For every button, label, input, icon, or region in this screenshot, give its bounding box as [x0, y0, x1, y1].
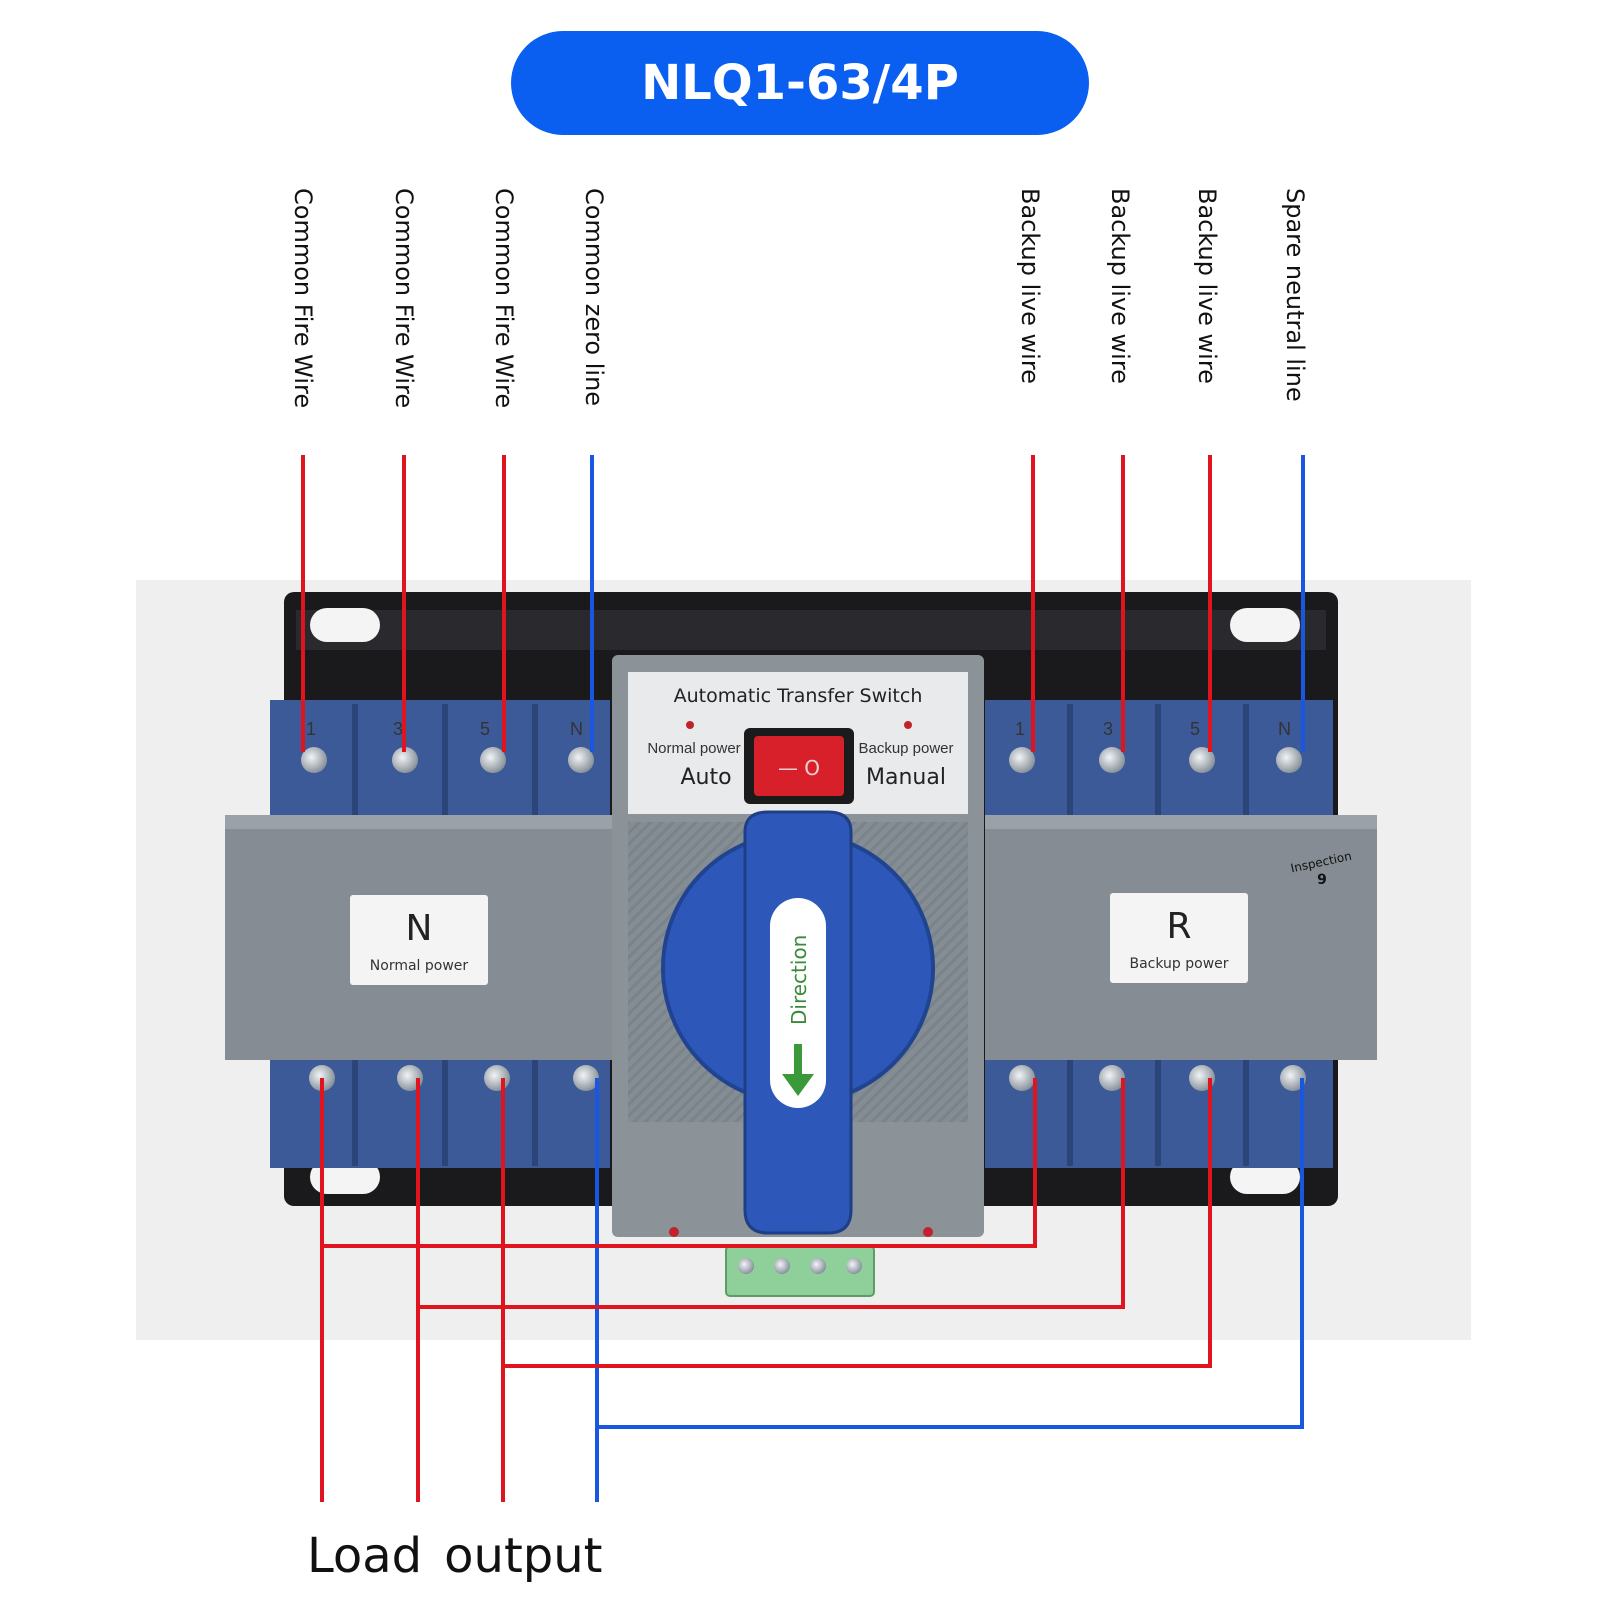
auto-manual-rocker-switch[interactable]: — O — [744, 728, 854, 804]
screw-icon — [1099, 747, 1125, 773]
screw-icon — [1009, 747, 1035, 773]
normal-power-indicator-icon — [686, 721, 694, 729]
label-common-fire-wire-1: Common Fire Wire — [289, 188, 317, 409]
label-backup-live-wire-1: Backup live wire — [1016, 188, 1044, 384]
screw-icon — [1009, 1065, 1035, 1091]
label-common-fire-wire-2: Common Fire Wire — [390, 188, 418, 409]
normal-power-plate — [350, 895, 488, 985]
terminal-number-top-nb: N — [1278, 719, 1291, 739]
bridge-wire-neutral — [597, 1078, 1304, 1429]
screw-icon — [573, 1065, 599, 1091]
screw-icon — [1189, 747, 1215, 773]
terminal-number-top-1b: 1 — [1015, 719, 1025, 739]
indicator-backup-power: Backup power — [858, 740, 953, 757]
label-spare-neutral-line: Spare neutral line — [1281, 188, 1309, 402]
arrow-down-icon — [782, 1044, 814, 1096]
screw-icon — [484, 1065, 510, 1091]
footer-word-output: output — [444, 1528, 603, 1584]
top-screws — [301, 747, 1302, 773]
backup-power-plate — [1110, 893, 1248, 983]
screw-icon — [738, 1258, 754, 1274]
label-backup-live-wire-2: Backup live wire — [1106, 188, 1134, 384]
model-title-badge: NLQ1-63/4P — [511, 31, 1089, 135]
label-common-fire-wire-3: Common Fire Wire — [490, 188, 518, 409]
screw-icon — [1099, 1065, 1125, 1091]
terminal-number-top-3b: 3 — [1103, 719, 1113, 739]
terminal-number-top-3: 3 — [393, 719, 403, 739]
screw-icon — [480, 747, 506, 773]
bridge-wire-1 — [322, 1078, 1037, 1248]
inspection-number: 9 — [1317, 872, 1327, 888]
rotary-handle[interactable]: Direction — [661, 810, 935, 1235]
screw-icon — [846, 1258, 862, 1274]
load-output-label: Load output — [307, 1528, 624, 1584]
bridge-wire-2 — [418, 1078, 1125, 1309]
terminal-number-top-5: 5 — [480, 719, 490, 739]
screw-icon — [568, 747, 594, 773]
screw-icon — [810, 1258, 826, 1274]
wiring — [301, 455, 1305, 1502]
bridge-wire-3 — [503, 1078, 1212, 1368]
device-name: Automatic Transfer Switch — [674, 685, 923, 707]
backup-power-letter: R — [1166, 906, 1191, 947]
screw-icon — [301, 747, 327, 773]
backup-power-text: Backup power — [1129, 956, 1228, 972]
mounting-slots — [310, 608, 1300, 1194]
status-led-icon — [669, 1227, 679, 1237]
mode-manual: Manual — [866, 765, 946, 790]
screw-icon — [1276, 747, 1302, 773]
indicator-normal-power: Normal power — [647, 740, 740, 757]
normal-power-text: Normal power — [370, 958, 469, 974]
handle-direction-text: Direction — [787, 935, 811, 1025]
terminal-number-top-1: 1 — [306, 719, 316, 739]
rocker-symbols: — O — [778, 756, 820, 780]
status-led-icon — [923, 1227, 933, 1237]
screw-icon — [392, 747, 418, 773]
backup-power-indicator-icon — [904, 721, 912, 729]
terminal-number-top-5b: 5 — [1190, 719, 1200, 739]
normal-power-letter: N — [406, 908, 433, 949]
screw-icon — [1280, 1065, 1306, 1091]
screw-icon — [774, 1258, 790, 1274]
footer-word-load: Load — [307, 1528, 423, 1584]
label-common-zero-line: Common zero line — [580, 188, 608, 407]
control-terminal-block — [725, 1245, 875, 1297]
model-title: NLQ1-63/4P — [641, 55, 959, 111]
mode-auto: Auto — [680, 765, 731, 790]
label-backup-live-wire-3: Backup live wire — [1193, 188, 1221, 384]
terminal-number-top-n: N — [570, 719, 583, 739]
